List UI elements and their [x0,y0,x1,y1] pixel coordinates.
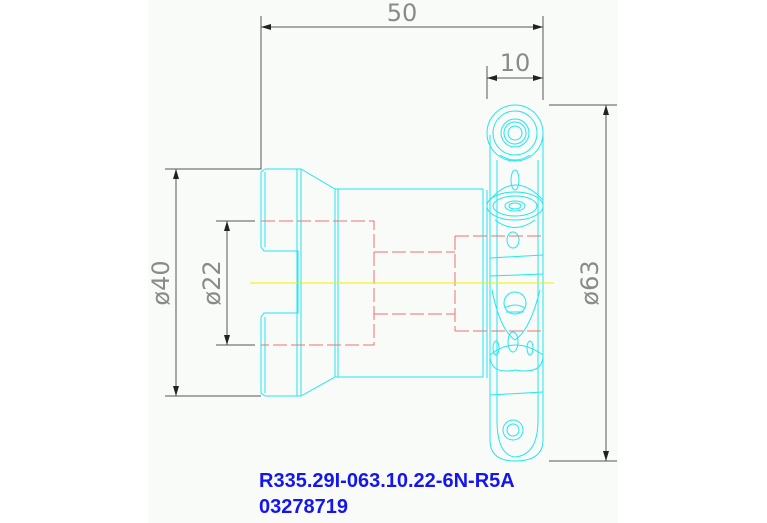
insert-bottom [489,344,544,372]
cutter-sides [486,135,544,440]
flange-with-slot [260,168,299,397]
dim-50-label: 50 [387,0,418,27]
cutter-bottom [489,439,544,462]
dimension-lines [165,16,617,462]
dim-10-label: 10 [500,49,531,77]
torx-screw-icon [507,125,523,141]
cutter-bottom-pocket [502,419,524,441]
dim-63-label: ø63 [576,260,604,305]
dim-40-label: ø40 [147,260,175,305]
part-designation: R335.29I-063.10.22-6N-R5A [259,470,515,492]
tool-body [260,104,544,462]
insert-screw [486,191,544,221]
insert-top [489,184,544,201]
extension-lines-22 [216,220,255,346]
body-outline [265,168,483,397]
dim-22-label: ø22 [198,260,226,305]
cutter-top-pocket [486,104,544,162]
article-number: 03278719 [259,496,348,518]
extension-line-left [165,16,262,170]
